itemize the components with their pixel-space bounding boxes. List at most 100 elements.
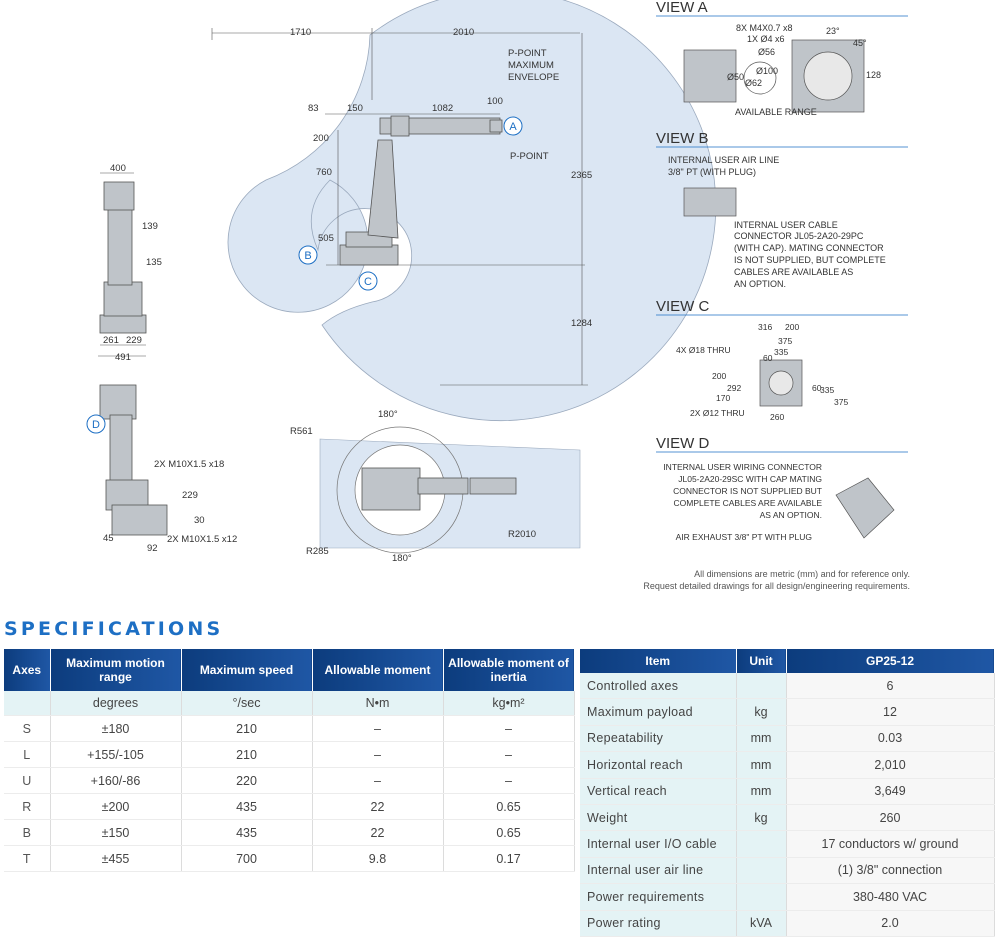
view-c-label: 4X Ø18 THRU <box>676 345 731 355</box>
view-a-label: Ø56 <box>758 47 775 57</box>
column-header: Unit <box>736 649 787 673</box>
view-a-label: 128 <box>866 70 881 80</box>
dim-text: 400 <box>110 163 126 174</box>
view-c-label: 60 <box>812 383 822 393</box>
table-cell: 435 <box>181 819 313 846</box>
table-cell: – <box>312 767 444 794</box>
column-header: Maximum speed <box>181 649 313 691</box>
table-cell: 0.65 <box>443 819 575 846</box>
spec-header-row: Item Unit GP25-12 <box>580 649 995 673</box>
item-cell: Controlled axes <box>580 673 737 700</box>
callout-d: D <box>86 414 106 434</box>
axis-cell: T <box>4 845 51 872</box>
view-b-text: CONNECTOR JL05-2A20-29PC <box>734 231 864 241</box>
work-envelope <box>227 0 717 421</box>
dim-text: 139 <box>142 221 158 232</box>
column-header: Item <box>580 649 737 673</box>
view-b-text: 3/8" PT (WITH PLUG) <box>668 167 756 177</box>
dim-text: 2010 <box>453 27 474 38</box>
technical-drawings: 1710 2010 83 150 1082 100 200 760 505 23… <box>86 0 910 591</box>
table-cell: ±150 <box>50 819 182 846</box>
dim-text: 135 <box>146 257 162 268</box>
table-row: Weight kg 260 <box>580 804 995 832</box>
view-c-label: 335 <box>774 347 788 357</box>
robot-side-view <box>339 115 503 266</box>
view-d-title: VIEW D <box>656 435 710 452</box>
dim-text: R285 <box>306 546 329 557</box>
dim-text: 150 <box>347 103 363 114</box>
spec-table: Item Unit GP25-12 Controlled axes 6 Maxi… <box>580 649 995 937</box>
view-d-text: COMPLETE CABLES ARE AVAILABLE <box>674 498 823 508</box>
view-c-label: 170 <box>716 393 730 403</box>
dim-text: 200 <box>313 133 329 144</box>
table-cell: ±455 <box>50 845 182 872</box>
item-cell: Weight <box>580 804 737 832</box>
view-a-label: 45° <box>853 38 867 48</box>
view-a-title: VIEW A <box>656 0 708 16</box>
item-cell: Maximum payload <box>580 698 737 726</box>
column-header: Maximum motion range <box>50 649 182 691</box>
view-c-label: 335 <box>820 385 834 395</box>
envelope-label: ENVELOPE <box>508 72 559 83</box>
view-a-label: Ø62 <box>745 78 762 88</box>
note-text: All dimensions are metric (mm) and for r… <box>694 569 910 579</box>
item-cell: Repeatability <box>580 725 737 753</box>
note-text: Request detailed drawings for all design… <box>643 581 910 591</box>
table-row: Power requirements 380-480 VAC <box>580 883 995 911</box>
table-cell: 210 <box>181 715 313 742</box>
unit-cell <box>736 673 787 700</box>
value-cell: 12 <box>786 698 995 726</box>
table-cell: – <box>312 715 444 742</box>
table-cell: +160/-86 <box>50 767 182 794</box>
view-b-text: CABLES ARE AVAILABLE AS <box>734 267 853 277</box>
value-cell: 3,649 <box>786 778 995 805</box>
dim-text: 30 <box>194 515 205 526</box>
table-row: R ±200 435 22 0.65 <box>4 793 575 820</box>
view-c-label: 375 <box>778 336 792 346</box>
view-b-title: VIEW B <box>656 130 709 147</box>
callout-b: B <box>298 245 318 265</box>
dim-text: 261 <box>103 335 119 346</box>
callout-label: B <box>304 250 311 262</box>
front-view-drawing: 400 139 135 261 229 491 <box>98 163 162 363</box>
item-cell: Vertical reach <box>580 778 737 805</box>
table-cell: 22 <box>312 819 444 846</box>
table-row: Controlled axes 6 <box>580 673 995 700</box>
view-c-label: 375 <box>834 397 848 407</box>
table-row: Internal user I/O cable 17 conductors w/… <box>580 830 995 858</box>
table-row: Internal user air line (1) 3/8" connecti… <box>580 857 995 885</box>
dim-text: R2010 <box>508 529 536 540</box>
value-cell: 6 <box>786 673 995 700</box>
view-b-text: AN OPTION. <box>734 279 786 289</box>
callout-label: A <box>509 121 517 133</box>
column-header: Axes <box>4 649 51 691</box>
unit-cell: mm <box>736 778 787 805</box>
unit-cell: degrees <box>50 691 182 716</box>
value-cell: 17 conductors w/ ground <box>786 830 995 858</box>
view-c-label: 260 <box>770 412 784 422</box>
view-c-label: 316 <box>758 322 772 332</box>
view-b-text: INTERNAL USER AIR LINE <box>668 155 779 165</box>
table-cell: – <box>443 741 575 768</box>
table-cell: – <box>443 715 575 742</box>
view-c-label: 60 <box>763 353 773 363</box>
view-a: VIEW A 8X M4X0.7 x8 1X Ø4 x6 Ø56 23° 45°… <box>656 0 908 117</box>
dim-text: 180° <box>378 409 398 420</box>
dim-text: 83 <box>308 103 319 114</box>
table-cell: ±180 <box>50 715 182 742</box>
table-row: Repeatability mm 0.03 <box>580 725 995 753</box>
unit-cell <box>736 857 787 885</box>
view-d-text: AS AN OPTION. <box>760 510 822 520</box>
unit-cell <box>4 691 51 716</box>
item-cell: Power requirements <box>580 883 737 911</box>
callout-label: C <box>364 276 372 288</box>
unit-cell: kVA <box>736 910 787 937</box>
unit-cell: kg <box>736 804 787 832</box>
table-row: S ±180 210 – – <box>4 715 575 742</box>
table-cell: +155/-105 <box>50 741 182 768</box>
unit-cell <box>736 883 787 911</box>
value-cell: 0.03 <box>786 725 995 753</box>
view-a-label: 1X Ø4 x6 <box>747 34 785 44</box>
table-cell: 700 <box>181 845 313 872</box>
dim-text: 1710 <box>290 27 311 38</box>
